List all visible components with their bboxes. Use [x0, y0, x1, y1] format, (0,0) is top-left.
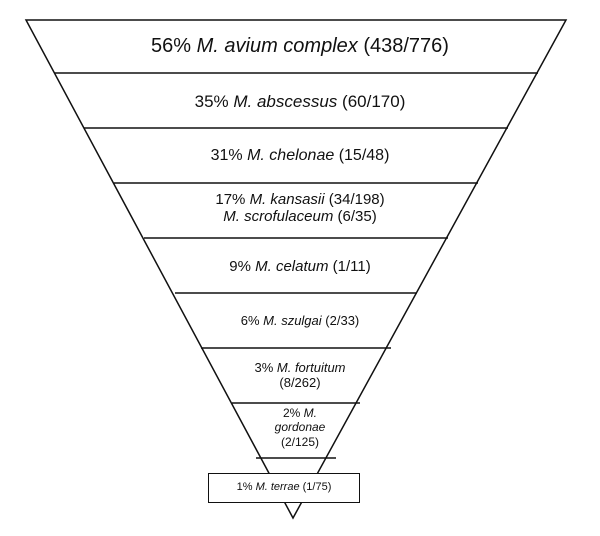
level-label-chelonae: 31% M. chelonae (15/48): [210, 147, 390, 164]
level-label-kansasii: 17% M. kansasii (34/198) M. scrofulaceum…: [215, 191, 385, 226]
level-label-szulgai: 6% M. szulgai (2/33): [240, 313, 360, 328]
level-label-celatum: 9% M. celatum (1/11): [229, 258, 371, 275]
level-label-terrae: 1% M. terrae (1/75): [236, 481, 332, 493]
level-label-avium: 56% M. avium complex (438/776): [151, 35, 449, 57]
level-label-gordonae: 2% M. gordonae (2/125): [274, 406, 326, 449]
terrae-box: [208, 473, 360, 503]
level-label-abscessus: 35% M. abscessus (60/170): [194, 92, 406, 111]
funnel-outline: [24, 19, 568, 520]
level-label-fortuitum: 3% M. fortuitum (8/262): [254, 360, 346, 390]
